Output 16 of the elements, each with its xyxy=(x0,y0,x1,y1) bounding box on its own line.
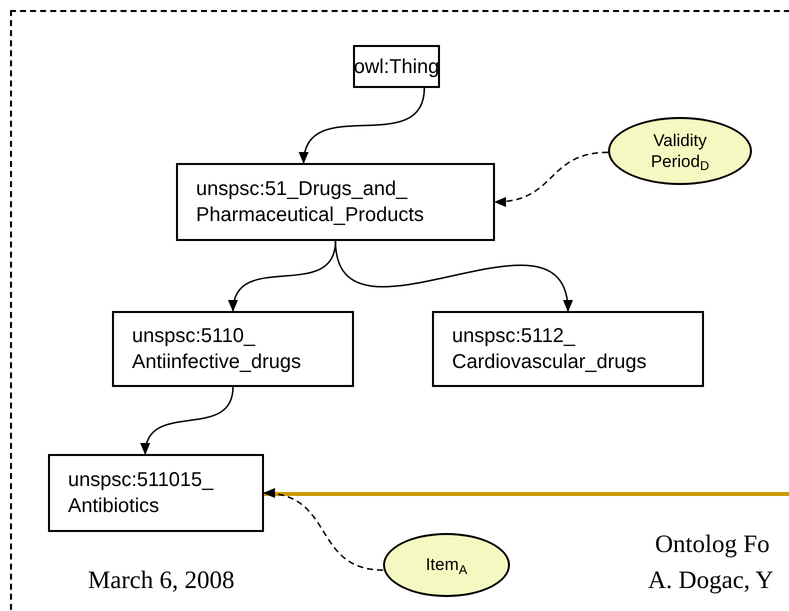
arrow xyxy=(494,152,608,206)
class-box: unspsc:5110_ Antiinfective_drugs xyxy=(112,311,354,387)
class-box: owl:Thing xyxy=(353,45,440,88)
arrow xyxy=(263,489,384,571)
arrow xyxy=(230,240,336,312)
class-box: unspsc:51_Drugs_and_ Pharmaceutical_Products xyxy=(176,163,495,241)
arrow xyxy=(334,240,571,312)
ellipse-node: Validity Period$_{D}$ xyxy=(608,117,752,185)
arrow xyxy=(300,88,426,164)
arrow xyxy=(142,386,234,455)
class-box: unspsc:511015_ Antibiotics xyxy=(48,454,264,532)
footer-text: Ontolog Fo xyxy=(655,530,770,560)
footer-text: March 6, 2008 xyxy=(88,566,234,596)
footer-text: A. Dogac, Y xyxy=(648,566,774,596)
class-box: unspsc:5112_ Cardiovascular_drugs xyxy=(432,311,704,387)
ellipse-node: Item$_{A}$ xyxy=(383,533,510,597)
